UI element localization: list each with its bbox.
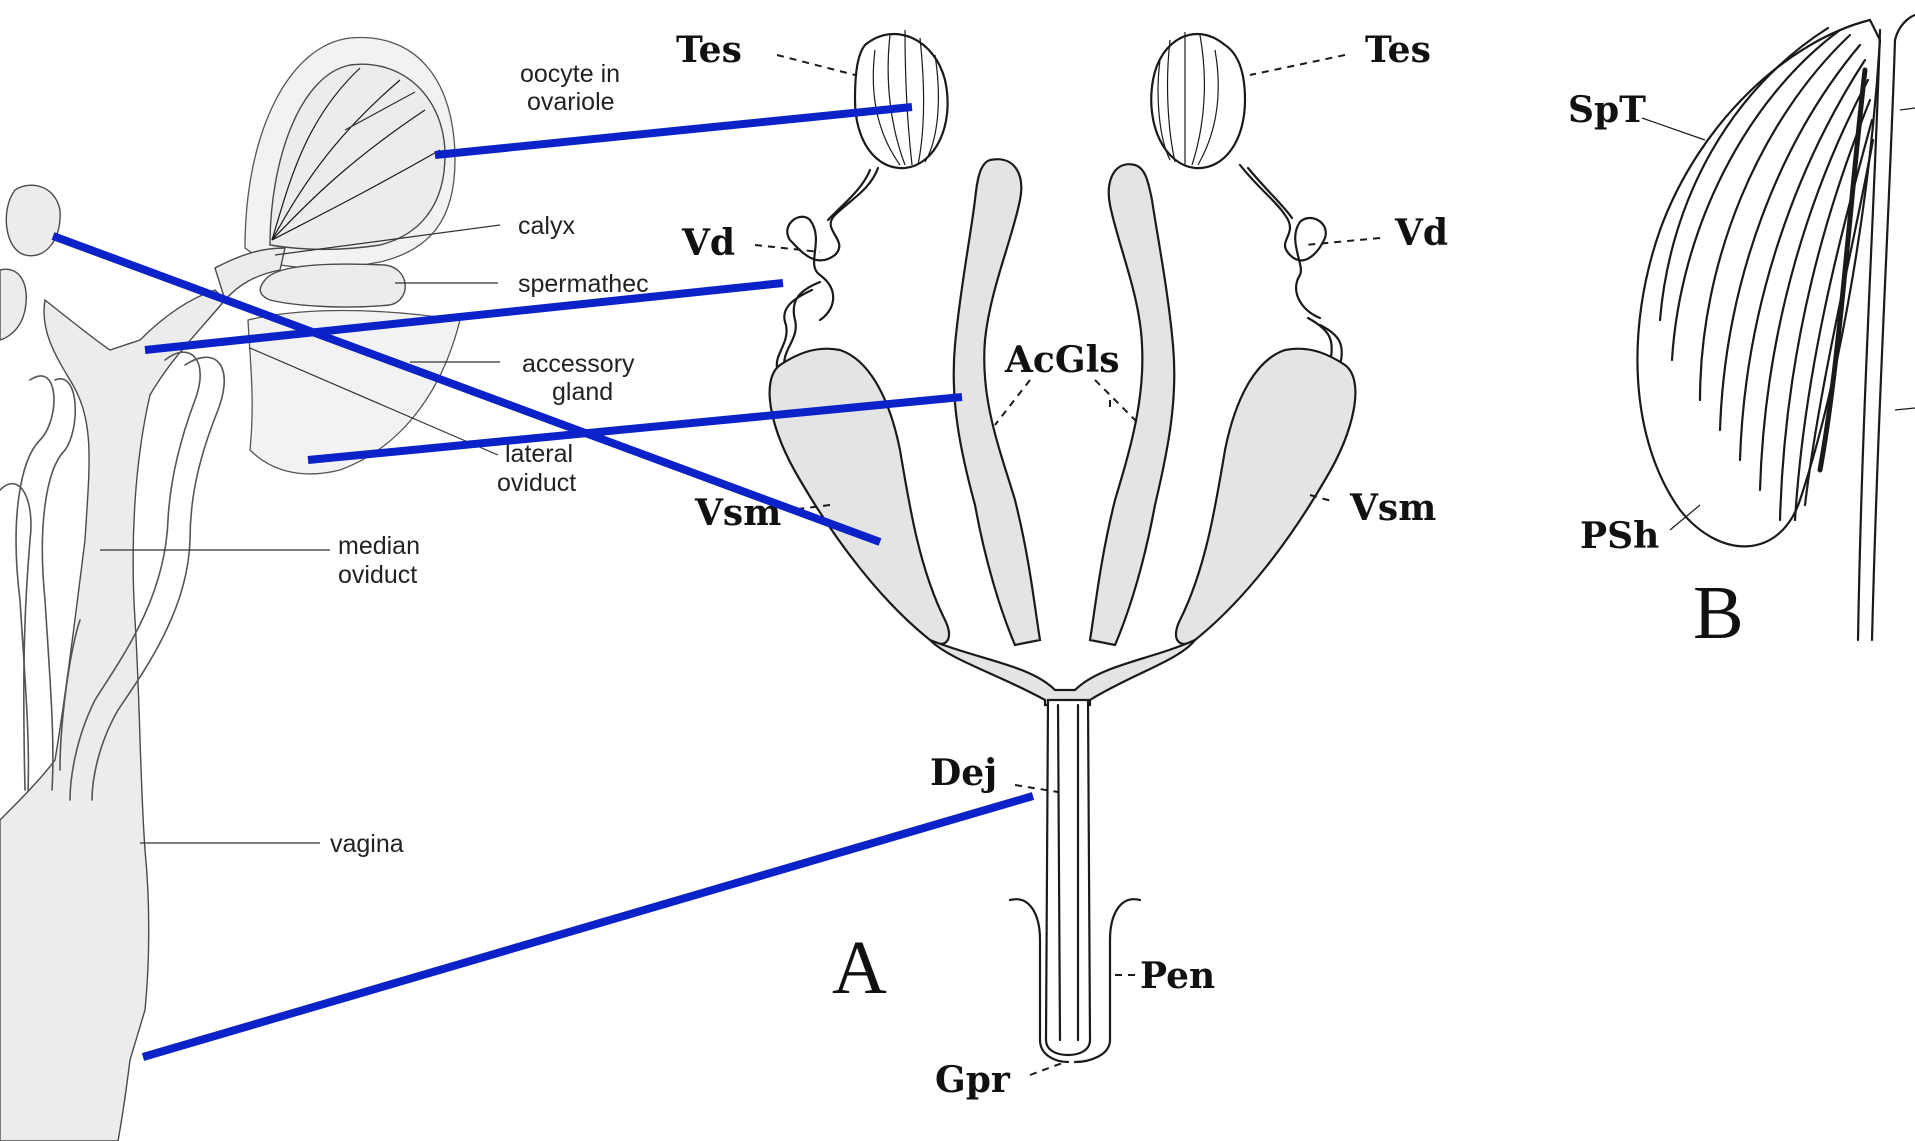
label-vd-right: Vd — [1394, 212, 1448, 254]
male-vas-deferens-left — [787, 168, 878, 320]
label-acgls: AcGls — [1004, 339, 1120, 381]
male-accessory-gland-right — [1090, 164, 1174, 645]
male-accessory-gland-left — [954, 159, 1040, 645]
label-spt: SpT — [1568, 89, 1646, 131]
label-calyx: calyx — [518, 212, 575, 240]
label-tes-right: Tes — [1365, 29, 1431, 71]
label-pen: Pen — [1140, 955, 1215, 997]
label-vd-left: Vd — [681, 222, 735, 264]
label-dej: Dej — [930, 752, 997, 794]
label-accessory: accessory — [522, 350, 635, 378]
label-panel-b: B — [1693, 571, 1744, 655]
connector-oocyte-tes — [435, 107, 912, 155]
label-spermatheca: spermathec — [518, 270, 649, 298]
label-tes-left: Tes — [676, 29, 742, 71]
panel-b-testis-detail: SpT PSh B — [1568, 15, 1915, 655]
label-vagina: vagina — [330, 830, 404, 858]
female-reproductive-system: oocyte in ovariole calyx spermathec acce… — [0, 38, 649, 1141]
male-seminal-vesicle-right — [1176, 349, 1355, 644]
label-lateral-oviduct: oviduct — [497, 469, 576, 497]
label-ovariole: ovariole — [527, 88, 615, 116]
female-left-lobe — [6, 185, 60, 256]
male-vas-deferens-right — [1240, 165, 1326, 318]
female-median-oviduct — [0, 290, 225, 1141]
label-gpr: Gpr — [935, 1059, 1011, 1101]
label-vsm-right: Vsm — [1349, 487, 1436, 529]
label-oocyte-in: oocyte in — [520, 60, 620, 88]
label-panel-a: A — [832, 926, 887, 1010]
connector-vagina-dej — [143, 796, 1033, 1057]
female-spermatheca — [260, 264, 405, 307]
male-seminal-vesicle-left — [770, 349, 949, 644]
male-reproductive-system: Tes Tes Vd Vd AcGls Vsm Vsm Dej Pen Gpr … — [676, 29, 1448, 1101]
male-testis-left — [855, 34, 948, 168]
label-gland: gland — [552, 378, 613, 406]
label-psh: PSh — [1580, 515, 1659, 557]
label-median-oviduct: oviduct — [338, 561, 417, 589]
label-lateral: lateral — [505, 440, 573, 468]
label-median: median — [338, 532, 420, 560]
connector-spermatheca-vd — [145, 283, 783, 350]
male-ejaculatory-duct — [1046, 700, 1090, 1055]
